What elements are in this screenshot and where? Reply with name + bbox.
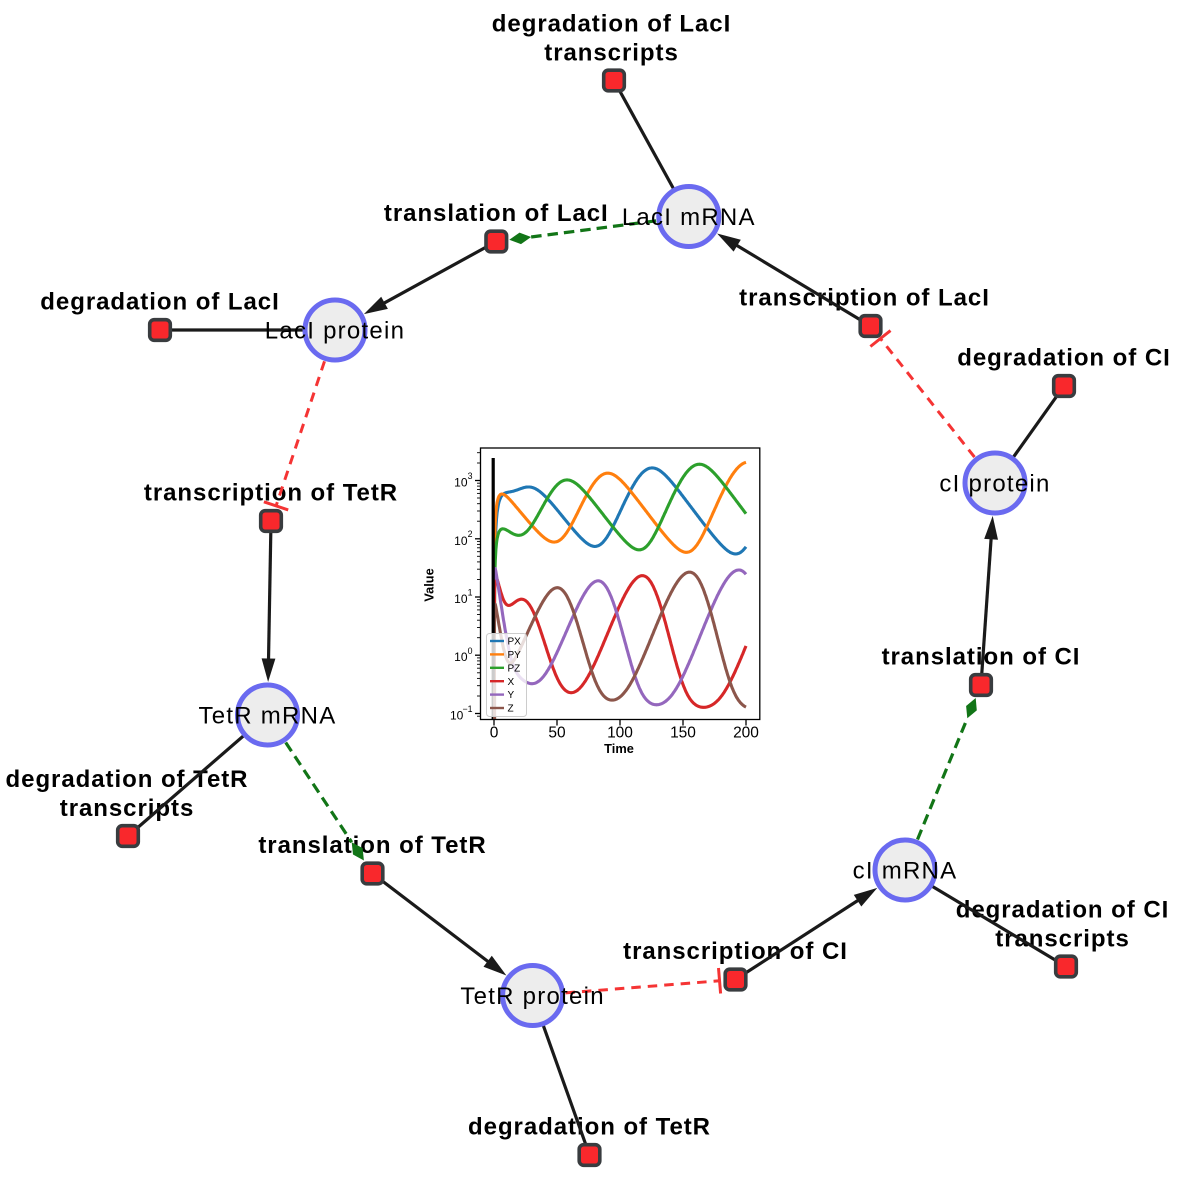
- svg-text:2: 2: [468, 529, 473, 539]
- svg-text:TetR protein: TetR protein: [460, 983, 604, 1010]
- svg-text:10: 10: [454, 592, 468, 606]
- svg-text:LacI protein: LacI protein: [265, 318, 405, 345]
- svg-text:Y: Y: [508, 690, 515, 701]
- svg-text:degradation of LacI: degradation of LacI: [40, 289, 279, 316]
- svg-text:degradation of CI: degradation of CI: [957, 345, 1170, 372]
- svg-text:TetR mRNA: TetR mRNA: [199, 703, 337, 730]
- svg-text:Z: Z: [508, 704, 514, 715]
- svg-text:PX: PX: [508, 637, 522, 648]
- svg-text:PZ: PZ: [508, 663, 521, 674]
- svg-text:transcripts: transcripts: [995, 926, 1130, 953]
- svg-text:translation of CI: translation of CI: [882, 644, 1081, 671]
- svg-text:Value: Value: [422, 568, 437, 601]
- svg-text:X: X: [508, 677, 515, 688]
- svg-text:cI mRNA: cI mRNA: [853, 858, 958, 885]
- svg-text:LacI mRNA: LacI mRNA: [622, 204, 756, 231]
- svg-text:100: 100: [607, 725, 633, 742]
- svg-text:0: 0: [468, 646, 473, 656]
- svg-text:−1: −1: [462, 704, 472, 714]
- svg-text:transcripts: transcripts: [544, 40, 679, 67]
- svg-text:200: 200: [733, 725, 759, 742]
- svg-text:150: 150: [670, 725, 696, 742]
- svg-text:degradation of LacI: degradation of LacI: [492, 11, 731, 38]
- svg-text:transcription of CI: transcription of CI: [623, 938, 848, 965]
- svg-text:translation of LacI: translation of LacI: [384, 200, 609, 227]
- svg-text:transcription of TetR: transcription of TetR: [144, 480, 398, 507]
- svg-text:degradation of TetR: degradation of TetR: [6, 766, 249, 793]
- svg-text:transcripts: transcripts: [60, 795, 195, 822]
- svg-text:PY: PY: [508, 650, 522, 661]
- svg-text:0: 0: [490, 725, 499, 742]
- svg-text:cI protein: cI protein: [939, 471, 1050, 498]
- svg-text:50: 50: [548, 725, 566, 742]
- svg-text:10: 10: [454, 650, 468, 664]
- svg-text:10: 10: [454, 476, 468, 490]
- svg-text:10: 10: [454, 534, 468, 548]
- svg-text:3: 3: [468, 471, 473, 481]
- svg-text:translation of TetR: translation of TetR: [258, 832, 486, 859]
- svg-text:1: 1: [468, 588, 473, 598]
- svg-text:Time: Time: [604, 741, 634, 756]
- svg-text:transcription of LacI: transcription of LacI: [739, 285, 990, 312]
- svg-text:degradation of CI: degradation of CI: [956, 897, 1169, 924]
- svg-text:10: 10: [450, 709, 464, 723]
- svg-text:degradation of TetR: degradation of TetR: [468, 1114, 711, 1141]
